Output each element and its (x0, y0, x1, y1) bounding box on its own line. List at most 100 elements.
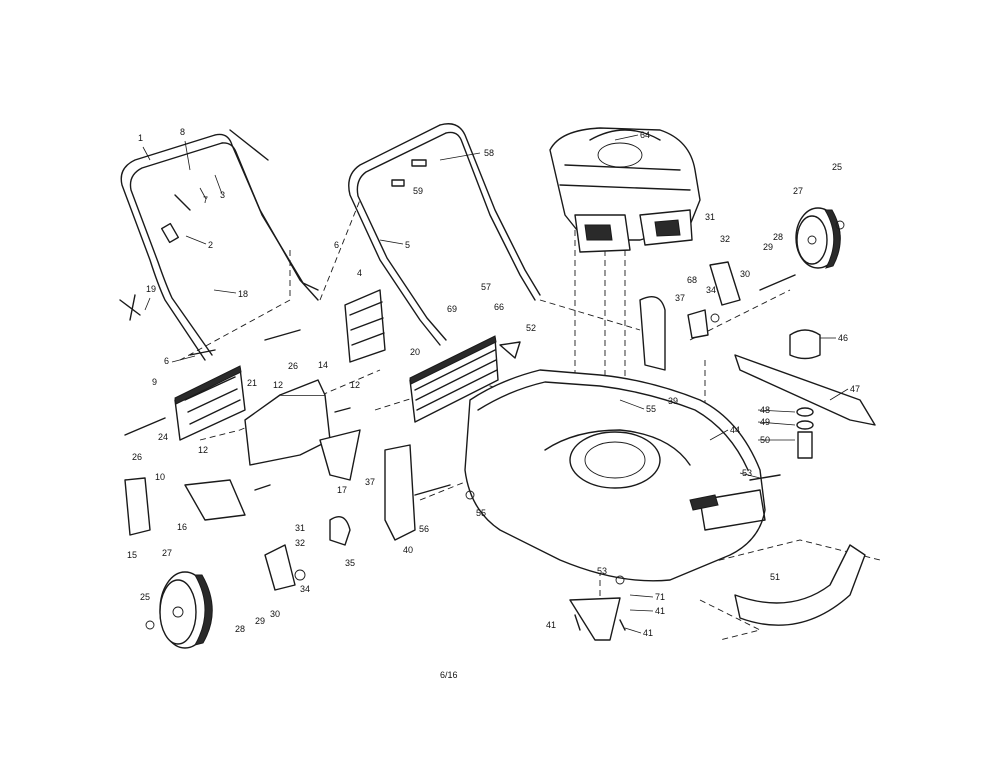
callout-leader (439, 152, 481, 161)
callout-label: 29 (763, 242, 773, 252)
callout-label: 18 (238, 289, 248, 299)
callout-label: 27 (162, 548, 172, 558)
callout-label: 35 (345, 558, 355, 568)
page-number: 6/16 (440, 670, 458, 680)
callout-leader (614, 134, 639, 141)
callout-leader (739, 472, 761, 479)
callout-label: 27 (793, 186, 803, 196)
callout-label: 69 (447, 304, 457, 314)
callout-label: 50 (760, 435, 770, 445)
callout-label: 44 (730, 425, 740, 435)
callout-label: 48 (760, 405, 770, 415)
callout-leader (629, 609, 654, 612)
callout-leader (709, 429, 729, 441)
callout-label: 15 (127, 550, 137, 560)
callout-label: 39 (668, 396, 678, 406)
callout-label: 28 (235, 624, 245, 634)
callout-leader (185, 235, 207, 245)
callout-label: 8 (180, 127, 185, 137)
callout-leader (757, 421, 796, 426)
grass-deflectors (174, 289, 521, 441)
callout-label: 55 (646, 404, 656, 414)
callout-label: 26 (132, 452, 142, 462)
callout-label: 34 (300, 584, 310, 594)
callout-label: 21 (247, 378, 257, 388)
deflector-plates (569, 544, 866, 641)
callout-label: 68 (687, 275, 697, 285)
callout-label: 34 (706, 285, 716, 295)
blade-assembly (734, 329, 876, 459)
callout-label: 6 (164, 356, 169, 366)
callout-label: 14 (318, 360, 328, 370)
callout-label: 12 (198, 445, 208, 455)
callout-label: 37 (675, 293, 685, 303)
callout-label: 3 (220, 190, 225, 200)
callout-label: 10 (155, 472, 165, 482)
callout-leader (379, 239, 404, 245)
callout-label: 49 (760, 417, 770, 427)
callout-label: 30 (740, 269, 750, 279)
callout-leader (171, 355, 196, 363)
callout-label: 4 (357, 268, 362, 278)
upper-handle-right (348, 123, 541, 346)
callout-label: 55 (476, 508, 486, 518)
callout-label: 66 (494, 302, 504, 312)
callout-leader (624, 627, 642, 634)
callout-label: 5 (405, 240, 410, 250)
callout-label: 7 (203, 195, 208, 205)
callout-label: 12 (350, 380, 360, 390)
callout-label: 20 (410, 347, 420, 357)
callout-label: 53 (597, 566, 607, 576)
callout-label: 53 (742, 468, 752, 478)
hardware (119, 220, 845, 631)
callout-label: 41 (643, 628, 653, 638)
callout-label: 29 (255, 616, 265, 626)
callout-leader (214, 174, 223, 195)
callout-label: 16 (177, 522, 187, 532)
callout-label: 26 (288, 361, 298, 371)
callout-leader (829, 388, 849, 401)
callout-label: 31 (295, 523, 305, 533)
wheels (159, 207, 841, 649)
callout-label: 32 (295, 538, 305, 548)
mower-deck (464, 369, 766, 582)
rear-brackets (124, 379, 361, 536)
engine (549, 127, 701, 253)
callout-label: 41 (546, 620, 556, 630)
callout-label: 19 (146, 284, 156, 294)
callout-label: 9 (152, 377, 157, 387)
callout-label: 28 (773, 232, 783, 242)
callout-label: 47 (850, 384, 860, 394)
callout-label: 71 (655, 592, 665, 602)
upper-handle-left (120, 129, 319, 361)
callout-label: 25 (140, 592, 150, 602)
callout-label: 37 (365, 477, 375, 487)
callout-label: 41 (655, 606, 665, 616)
callout-leader (142, 146, 151, 161)
height-adjusters (264, 261, 741, 591)
callout-label: 56 (419, 524, 429, 534)
callout-label: 6 (334, 240, 339, 250)
callout-label: 64 (640, 130, 650, 140)
callout-label: 1 (138, 133, 143, 143)
callout-label: 59 (413, 186, 423, 196)
callout-leader (213, 289, 237, 294)
callout-label: 17 (337, 485, 347, 495)
callout-label: 12 (273, 380, 283, 390)
callout-label: 57 (481, 282, 491, 292)
callout-leader (199, 187, 207, 200)
callout-label: 2 (208, 240, 213, 250)
callout-leader (184, 140, 191, 171)
callout-label: 30 (270, 609, 280, 619)
callout-label: 32 (720, 234, 730, 244)
callout-label: 51 (770, 572, 780, 582)
callout-label: 24 (158, 432, 168, 442)
callout-leader (629, 594, 654, 598)
callout-label: 31 (705, 212, 715, 222)
callout-label: 40 (403, 545, 413, 555)
callout-label: 52 (526, 323, 536, 333)
callout-label: 25 (832, 162, 842, 172)
